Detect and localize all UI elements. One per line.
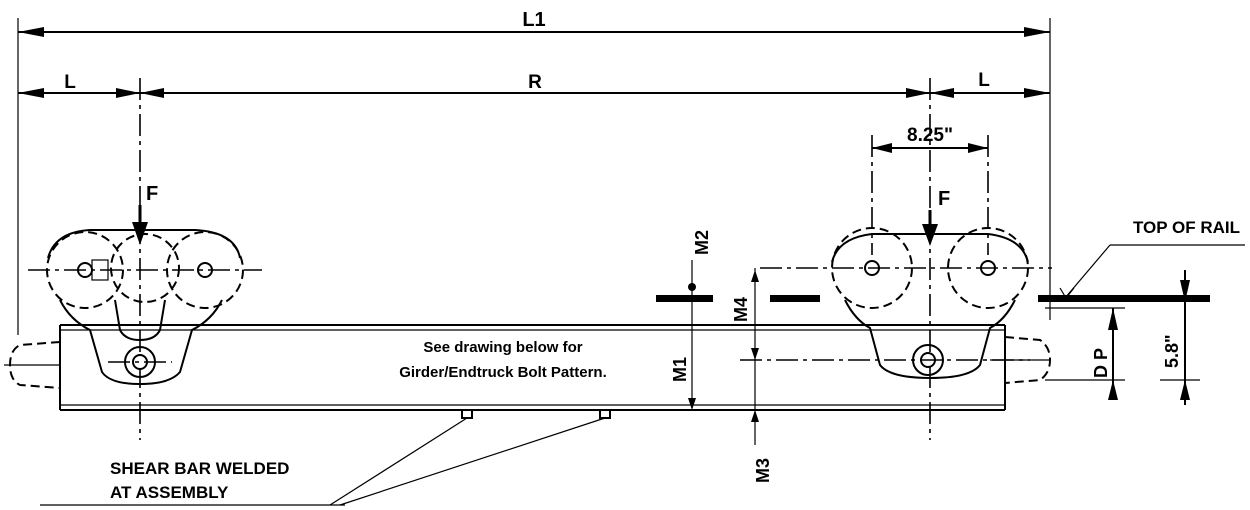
label-l1: L1 [522,9,545,31]
dimension-l1 [18,27,1050,37]
label-left-overhang: L [64,72,76,93]
right-wheel-assembly [740,227,1052,380]
label-load-right: F [938,188,950,210]
dimension-wheel-spacing [872,143,988,153]
label-shear-bar-line-1: SHEAR BAR WELDED [110,459,289,478]
left-bumper [4,341,61,389]
load-arrow-left [132,205,148,245]
note-line-1: See drawing below for [423,339,582,356]
label-depth: D P [1091,348,1111,378]
extension-lines [17,18,1051,335]
label-m4: M4 [731,297,751,322]
label-rail-height: 5.8" [1162,334,1182,368]
dimension-row-l-r-l [18,88,1050,98]
label-top-of-rail: TOP OF RAIL [1133,218,1240,237]
dimension-rail-height [1160,270,1200,405]
label-wheel-spacing: 8.25" [907,125,953,146]
top-of-rail-leader [1059,244,1245,300]
label-m2: M2 [692,230,712,255]
label-load-left: F [146,183,158,205]
label-right-overhang: L [978,70,990,91]
endtruck-beam [59,324,1006,411]
label-m3: M3 [753,458,773,483]
note-line-2: Girder/Endtruck Bolt Pattern. [399,364,607,381]
shear-bars [40,409,611,506]
moment-leaders [688,260,759,445]
wheel-centerlines [139,78,989,440]
load-arrow-right [922,210,938,246]
left-wheel-assembly [28,229,262,386]
dimension-depth [1045,307,1125,400]
label-wheelbase: R [528,72,542,93]
label-m1: M1 [670,357,690,382]
label-shear-bar-line-2: AT ASSEMBLY [110,483,229,502]
